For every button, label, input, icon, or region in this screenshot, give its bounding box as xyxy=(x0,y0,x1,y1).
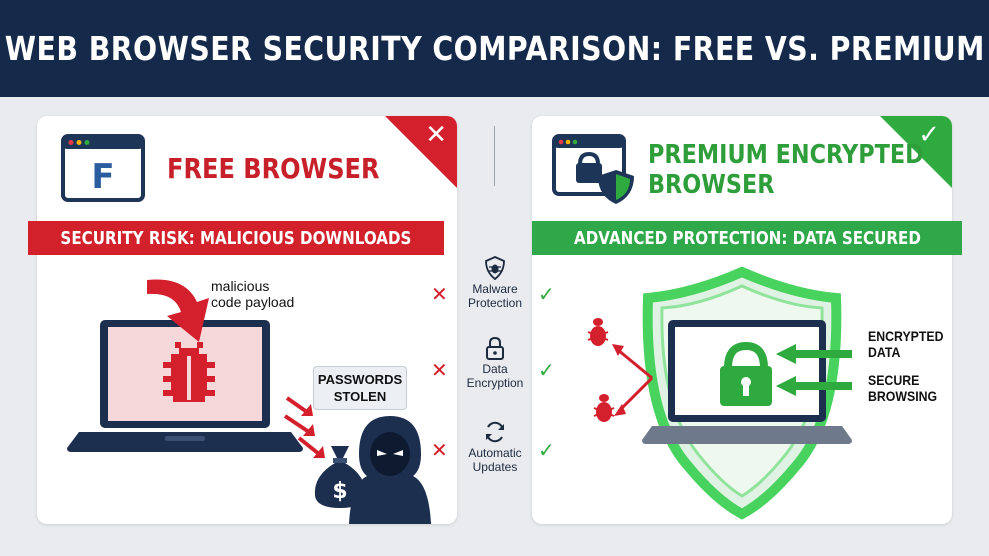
hacker-icon xyxy=(349,416,431,524)
feature-malware-protection: Malware Protection xyxy=(458,256,532,310)
lock-icon xyxy=(486,336,504,360)
money-symbol: $ xyxy=(332,479,347,504)
browser-window-icon: F xyxy=(61,134,145,202)
feature-automatic-updates: Automatic Updates xyxy=(458,420,532,474)
payload-label: malicious code payload xyxy=(211,278,301,310)
money-bag-icon: $ xyxy=(314,446,366,508)
premium-protection-banner-text: ADVANCED PROTECTION: DATA SECURED xyxy=(573,227,921,249)
premium-updates-check-icon: ✓ xyxy=(538,438,555,462)
secure-arrows-icon xyxy=(776,344,852,396)
payload-label-line2: code payload xyxy=(211,294,295,310)
premium-title-line1: PREMIUM ENCRYPTED xyxy=(648,140,924,170)
feature-malware-line1: Malware xyxy=(472,282,518,296)
free-malware-x-icon: ✕ xyxy=(431,282,448,306)
premium-protection-banner: ADVANCED PROTECTION: DATA SECURED xyxy=(532,221,962,255)
encrypted-label-line1: ENCRYPTED xyxy=(868,328,944,344)
secure-laptop-icon xyxy=(642,320,852,444)
premium-corner-badge xyxy=(880,116,952,188)
free-encryption-x-icon: ✕ xyxy=(431,358,448,382)
secure-label-line2: BROWSING xyxy=(868,388,938,404)
header-bar: WEB BROWSER SECURITY COMPARISON: FREE VS… xyxy=(0,0,989,97)
free-browser-title: FREE BROWSER xyxy=(167,152,380,185)
premium-title-line2: BROWSER xyxy=(648,170,775,200)
encrypted-label-line2: DATA xyxy=(868,344,901,360)
payload-arrow-icon xyxy=(147,279,209,342)
premium-encryption-check-icon: ✓ xyxy=(538,358,555,382)
secure-label-line1: SECURE xyxy=(868,372,920,388)
data-leak-arrows-icon xyxy=(283,396,325,458)
passwords-stolen-bubble: PASSWORDS STOLEN xyxy=(313,366,407,410)
free-risk-banner: SECURITY RISK: MALICIOUS DOWNLOADS xyxy=(28,221,444,255)
premium-malware-check-icon: ✓ xyxy=(538,282,555,306)
blocked-malware-icon xyxy=(587,318,654,422)
payload-label-line1: malicious xyxy=(211,278,270,294)
feature-updates-line1: Automatic xyxy=(468,446,522,460)
browser-logo-letter: F xyxy=(91,157,114,197)
premium-browser-title: PREMIUM ENCRYPTED BROWSER xyxy=(648,140,924,200)
secure-browser-icon xyxy=(552,134,634,204)
secure-browsing-label: SECURE BROWSING xyxy=(868,372,937,404)
encrypted-data-label: ENCRYPTED DATA xyxy=(868,328,944,360)
premium-browser-panel: ✓ PREMIUM ENCRYPTED BROWSER xyxy=(532,116,952,524)
free-browser-panel: ✕ F FREE BROWSER xyxy=(37,116,457,524)
bubble-line2: STOLEN xyxy=(333,389,387,404)
infected-laptop-icon xyxy=(67,320,303,452)
feature-data-encryption: Data Encryption xyxy=(458,336,532,390)
free-updates-x-icon: ✕ xyxy=(431,438,448,462)
refresh-icon xyxy=(486,421,504,443)
feature-encryption-line1: Data xyxy=(482,362,508,376)
feature-updates-line2: Updates xyxy=(472,460,518,474)
x-icon: ✕ xyxy=(425,120,447,150)
bug-shield-icon xyxy=(485,256,505,280)
bubble-line1: PASSWORDS xyxy=(317,372,403,387)
feature-malware-line2: Protection xyxy=(467,296,523,310)
free-risk-banner-text: SECURITY RISK: MALICIOUS DOWNLOADS xyxy=(60,227,412,249)
page-title: WEB BROWSER SECURITY COMPARISON: FREE VS… xyxy=(4,29,985,68)
feature-encryption-line2: Encryption xyxy=(466,376,524,390)
free-corner-badge xyxy=(385,116,457,188)
check-icon: ✓ xyxy=(918,120,940,150)
center-divider xyxy=(494,126,495,186)
